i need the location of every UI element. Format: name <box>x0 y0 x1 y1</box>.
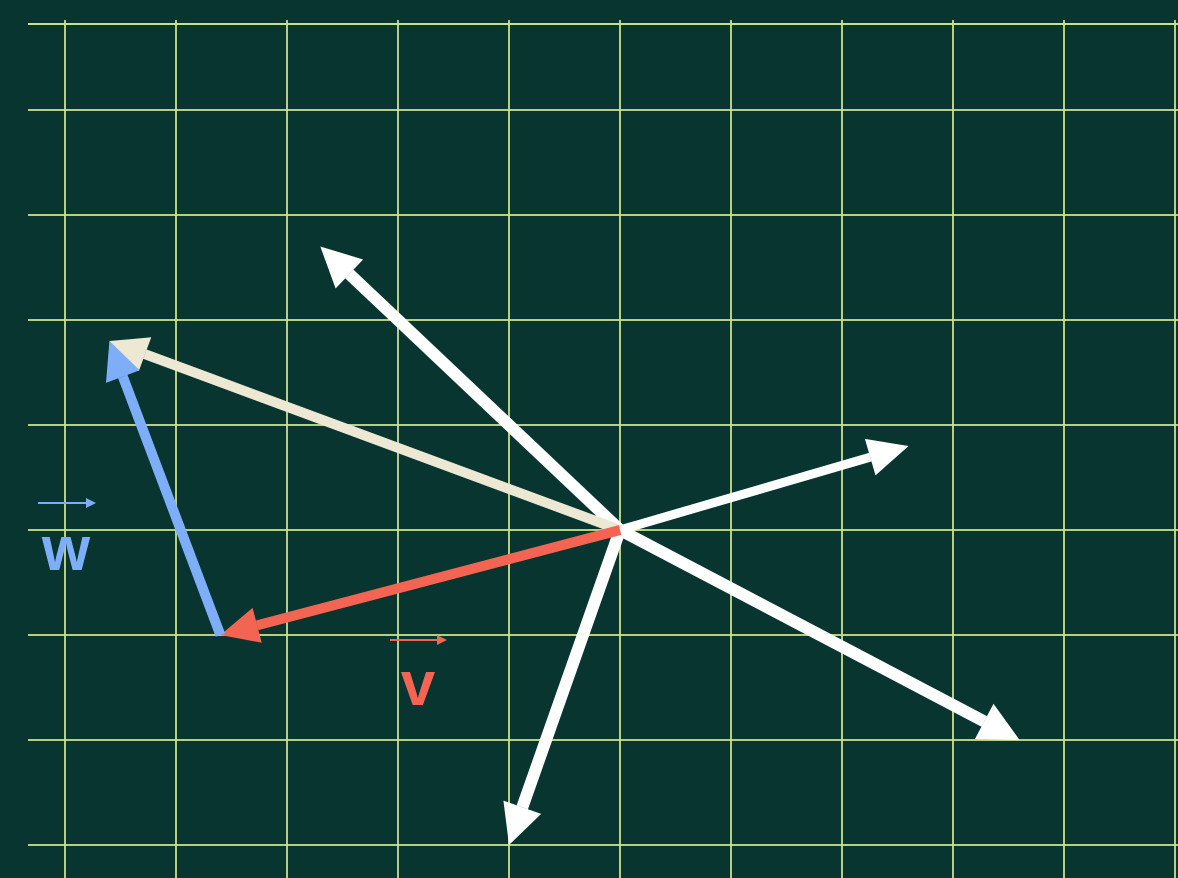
vector-white-4-arrowhead <box>503 800 542 845</box>
vector-white-4 <box>503 528 626 845</box>
vector-v-arrowhead <box>220 607 262 643</box>
vector-white-1 <box>320 246 625 535</box>
vector-w-shaft <box>118 374 226 637</box>
vectors-layer <box>105 246 1020 845</box>
v-label-text: v <box>401 650 436 719</box>
vector-white-3-arrowhead <box>974 703 1020 740</box>
vector-white-2-arrowhead <box>864 438 909 476</box>
vector-v-plus-w-arrowhead <box>109 337 152 372</box>
vector-v <box>220 525 622 643</box>
v-vector-label: v <box>390 635 447 719</box>
vector-white-2 <box>618 438 909 535</box>
vector-v-shaft <box>255 525 622 631</box>
w-vector-label: w <box>38 498 96 584</box>
vector-white-3 <box>617 524 1020 740</box>
vector-white-2-shaft <box>618 452 872 535</box>
vector-white-1-shaft <box>345 269 625 535</box>
vector-white-1-arrowhead <box>320 246 364 289</box>
vector-v-plus-w <box>109 337 622 535</box>
coordinate-grid <box>28 20 1178 878</box>
vector-v-plus-w-shaft <box>143 349 622 535</box>
vector-w <box>105 341 226 637</box>
vector-w-arrowhead <box>105 341 140 383</box>
w-label-text: w <box>41 515 91 584</box>
v-label-overarrow-head-icon <box>437 635 447 645</box>
vector-white-4-shaft <box>516 528 626 810</box>
vector-white-3-shaft <box>617 524 987 727</box>
w-label-overarrow-head-icon <box>86 498 96 508</box>
